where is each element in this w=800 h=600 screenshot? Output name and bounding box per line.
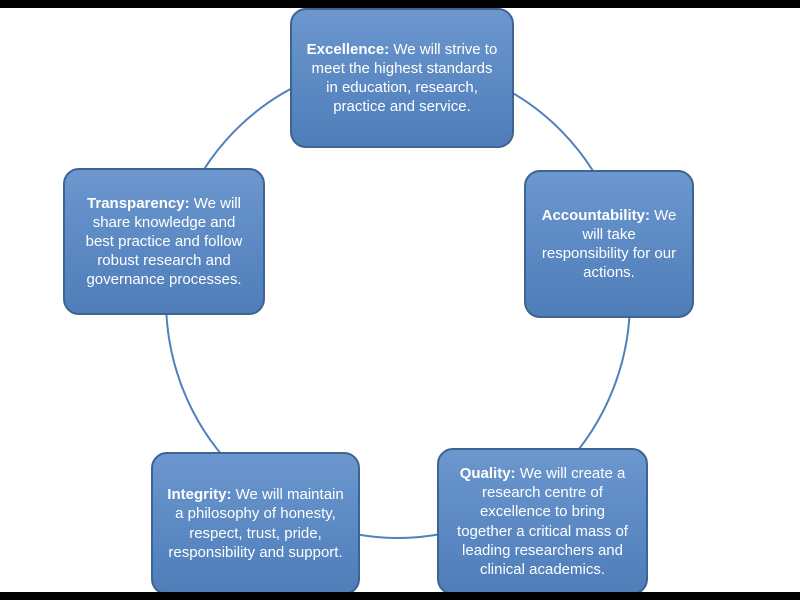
node-quality: Quality: We will create a research centr… bbox=[437, 448, 648, 595]
node-accountability: Accountability: We will take responsibil… bbox=[524, 170, 694, 318]
node-quality-label: Quality: bbox=[459, 464, 516, 482]
node-transparency-label: Transparency: bbox=[87, 194, 190, 212]
node-transparency-text: Transparency: We will share knowledge an… bbox=[85, 194, 243, 289]
node-accountability-label: Accountability: bbox=[541, 206, 650, 224]
node-excellence-text: Excellence: We will strive to meet the h… bbox=[306, 40, 498, 116]
top-border-bar bbox=[0, 0, 800, 8]
node-accountability-text: Accountability: We will take responsibil… bbox=[541, 206, 677, 282]
node-transparency: Transparency: We will share knowledge an… bbox=[63, 168, 265, 315]
bottom-border-bar bbox=[0, 592, 800, 600]
node-excellence: Excellence: We will strive to meet the h… bbox=[290, 8, 514, 148]
node-integrity-text: Integrity: We will maintain a philosophy… bbox=[167, 486, 344, 561]
node-integrity-label: Integrity: bbox=[167, 486, 232, 504]
node-integrity: Integrity: We will maintain a philosophy… bbox=[151, 452, 360, 595]
node-excellence-label: Excellence: bbox=[306, 40, 390, 58]
node-quality-text: Quality: We will create a research centr… bbox=[457, 464, 628, 578]
